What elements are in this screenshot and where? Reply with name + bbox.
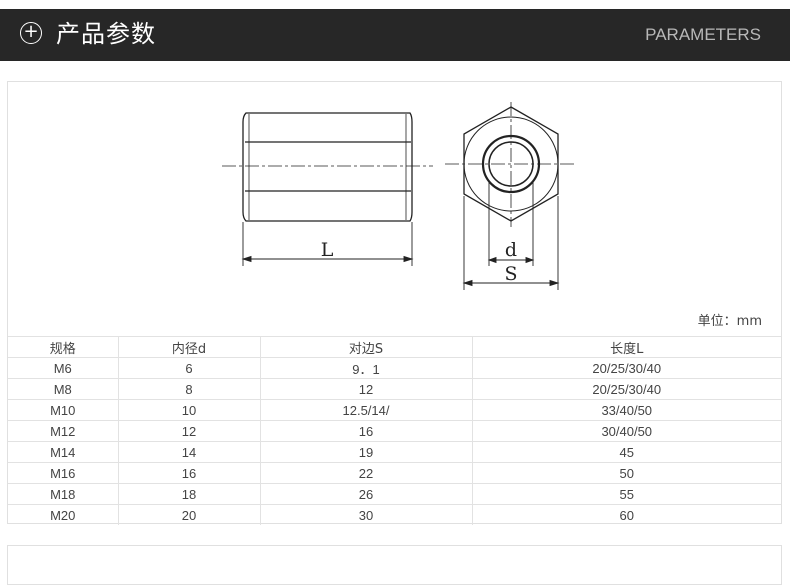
cell-inner-diameter: 18 — [118, 483, 261, 505]
cell-size: M12 — [8, 420, 119, 442]
cell-across-flats: 30 — [260, 504, 473, 525]
section-header: + 产品参数 PARAMETERS — [0, 9, 790, 61]
unit-label: 单位：mm — [697, 314, 762, 329]
cell-size: M10 — [8, 399, 119, 421]
cell-across-flats: 12.5/14/ — [260, 399, 473, 421]
cell-across-flats: 12 — [260, 378, 473, 400]
cell-inner-diameter: 8 — [118, 378, 261, 400]
cell-size: M20 — [8, 504, 119, 525]
cell-length: 55 — [472, 483, 781, 505]
cell-length: 60 — [472, 504, 781, 525]
cell-size: M16 — [8, 462, 119, 484]
next-panel — [7, 545, 782, 585]
technical-drawing: L d S — [222, 102, 577, 290]
cell-size: M18 — [8, 483, 119, 505]
cell-inner-diameter: 6 — [118, 357, 261, 379]
dimension-across-flats — [462, 196, 560, 290]
section-subtitle: PARAMETERS — [645, 25, 761, 44]
label-across-flats: S — [504, 263, 517, 285]
cell-size: M6 — [8, 357, 119, 379]
nut-side-view — [242, 112, 413, 222]
cell-size: M14 — [8, 441, 119, 463]
section-title: 产品参数 — [56, 20, 156, 48]
header-across-flats: 对边S — [260, 336, 473, 358]
header-length: 长度L — [472, 336, 781, 358]
cell-inner-diameter: 20 — [118, 504, 261, 525]
cell-inner-diameter: 14 — [118, 441, 261, 463]
label-length: L — [321, 239, 334, 261]
cell-across-flats: 22 — [260, 462, 473, 484]
cell-length: 33/40/50 — [472, 399, 781, 421]
cell-length: 30/40/50 — [472, 420, 781, 442]
cell-length: 45 — [472, 441, 781, 463]
table-header-row: 规格 内径d 对边S 长度L — [8, 336, 781, 358]
header-size: 规格 — [8, 336, 119, 358]
label-inner-diameter: d — [505, 239, 517, 261]
cell-size: M8 — [8, 378, 119, 400]
cell-inner-diameter: 16 — [118, 462, 261, 484]
cell-across-flats: 16 — [260, 420, 473, 442]
plus-circle-icon: + — [20, 22, 42, 44]
cell-inner-diameter: 10 — [118, 399, 261, 421]
cell-length: 20/25/30/40 — [472, 378, 781, 400]
header-inner-diameter: 内径d — [118, 336, 261, 358]
cell-length: 50 — [472, 462, 781, 484]
dimension-length — [241, 222, 414, 266]
cell-inner-diameter: 12 — [118, 420, 261, 442]
cell-across-flats: 26 — [260, 483, 473, 505]
cell-across-flats: 19 — [260, 441, 473, 463]
cell-length: 20/25/30/40 — [472, 357, 781, 379]
dimension-inner-diameter — [487, 182, 535, 266]
cell-across-flats: 9．1 — [260, 357, 473, 379]
